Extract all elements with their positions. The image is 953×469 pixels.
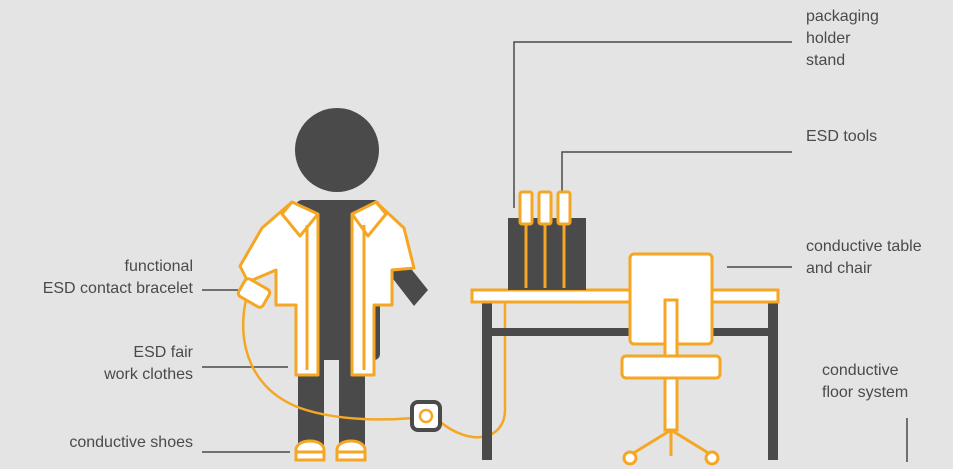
grounding-cord-table: [438, 300, 505, 437]
tools-label-line: ESD tools: [806, 126, 877, 148]
bracelet-label-line: functional: [43, 256, 193, 278]
leader-tools: [562, 152, 792, 197]
clothes-label: ESD fair work clothes: [104, 342, 193, 386]
packaging-label-line: packaging: [806, 6, 879, 28]
wrist-bracelet-icon: [237, 277, 271, 308]
table-label-line: conductive table: [806, 236, 922, 258]
packaging-label: packaging holder stand: [806, 6, 879, 72]
packaging-stand-icon: [508, 218, 586, 290]
grounding-socket-icon: [412, 402, 440, 430]
bracelet-label-line: ESD contact bracelet: [43, 278, 193, 300]
clothes-label-line: work clothes: [104, 364, 193, 386]
shoes-icon: [296, 441, 365, 460]
packaging-label-line: stand: [806, 50, 879, 72]
leader-packaging: [514, 42, 792, 208]
floor-label-line: conductive: [822, 360, 908, 382]
tools-label: ESD tools: [806, 126, 877, 148]
bracelet-label: functional ESD contact bracelet: [43, 256, 193, 300]
shoes-label-line: conductive shoes: [69, 432, 193, 454]
office-chair-icon: [622, 254, 720, 464]
table-label: conductive table and chair: [806, 236, 922, 280]
clothes-label-line: ESD fair: [104, 342, 193, 364]
floor-label: conductive floor system: [822, 360, 908, 404]
esd-tools-icon: [520, 192, 570, 288]
shoes-label: conductive shoes: [69, 432, 193, 454]
table-label-line: and chair: [806, 258, 922, 280]
packaging-label-line: holder: [806, 28, 879, 50]
floor-label-line: floor system: [822, 382, 908, 404]
